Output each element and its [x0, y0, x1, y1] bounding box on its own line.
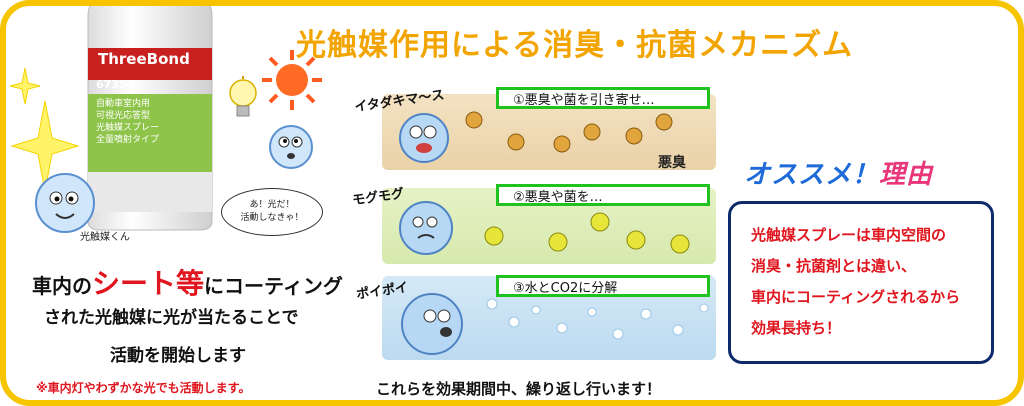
- headline-highlight: シート等: [92, 267, 205, 300]
- page-title: 光触媒作用による消臭・抗菌メカニズム: [296, 28, 854, 63]
- recommend-title: オススメ！理由: [744, 160, 934, 190]
- step-1-label: ①悪臭や菌を引き寄せ…: [496, 87, 710, 109]
- light-bulb-icon: [229, 76, 257, 117]
- mascot-name: 光触媒くん: [80, 232, 130, 243]
- recommend-reason-box: 光触媒スプレーは車内空間の 消臭・抗菌剤とは違い、 車内にコーティングされるから…: [728, 201, 994, 364]
- description-line-3: 活動を開始します: [110, 346, 246, 366]
- sparkle-small-icon: [9, 67, 41, 105]
- step-1-illustration: [399, 111, 673, 163]
- sun-icon: [262, 50, 322, 110]
- headline: 車内のシート等にコーティング: [32, 267, 343, 300]
- photocatalyst-mascot-icon: [35, 173, 95, 233]
- description-line-2: された光触媒に光が当たることで: [44, 308, 299, 328]
- step-3-illustration: [401, 293, 709, 355]
- brand-label: ThreeBond: [98, 50, 190, 68]
- step-2-illustration: [399, 201, 690, 255]
- product-label-lines: 自動車室内用 可視光応答型 光触媒スプレー 全量噴射タイプ: [96, 99, 160, 145]
- reason-line: 消臭・抗菌剤とは違い、: [751, 257, 917, 275]
- reason-line: 効果長持ち！: [751, 319, 842, 337]
- odor-label: 悪臭: [658, 155, 686, 171]
- spray-bottle-image: [87, 6, 213, 231]
- step-2-label: ②悪臭や菌を…: [496, 184, 710, 206]
- product-code: 6735: [96, 78, 127, 91]
- reason-line: 光触媒スプレーは車内空間の: [751, 226, 947, 244]
- speech-bubble: あ！光だ！ 活動しなきゃ！: [221, 188, 323, 236]
- reason-line: 車内にコーティングされるから: [751, 288, 961, 306]
- repeat-caption: これらを効果期間中、繰り返し行います！: [376, 380, 662, 398]
- step-3-label: ③水とCO2に分解: [496, 275, 710, 297]
- mascot-looking-up-icon: [269, 125, 313, 169]
- footnote: ※車内灯やわずかな光でも活動します。: [36, 381, 251, 395]
